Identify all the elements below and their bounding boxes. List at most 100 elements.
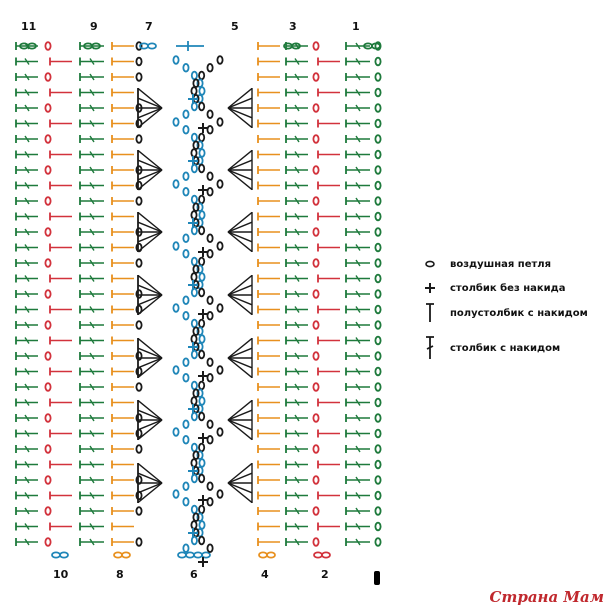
chain-stitch	[198, 225, 206, 236]
chain-stitch	[44, 165, 52, 175]
chain-stitch	[182, 357, 190, 367]
stitch-slash	[355, 42, 361, 50]
stitch-slash	[294, 104, 300, 112]
stitch-slash	[89, 228, 95, 236]
chain-stitch	[44, 289, 52, 299]
chain-stitch	[374, 227, 382, 237]
stitch-slash	[355, 399, 361, 406]
chain-stitch	[312, 258, 320, 268]
chain-stitch	[206, 357, 214, 367]
chain-stitch	[312, 227, 320, 237]
chain-stitch	[206, 543, 214, 553]
chain-stitch	[192, 140, 200, 150]
chain-stitch	[312, 475, 320, 485]
chain-stitch	[182, 497, 190, 507]
stitch-slash	[24, 399, 30, 406]
chain-stitch	[182, 233, 190, 243]
chain-stitch	[182, 295, 190, 305]
chain-stitch	[206, 187, 214, 197]
stitch-slash	[89, 321, 95, 329]
chain-stitch	[44, 103, 52, 113]
stitch-slash	[24, 58, 30, 65]
fan-stitch	[227, 169, 253, 181]
stitch-slash	[355, 213, 361, 220]
chain-stitch	[44, 196, 52, 206]
chain-stitch	[135, 41, 143, 51]
chain-stitch	[374, 320, 382, 330]
chain-stitch	[135, 258, 143, 268]
chain-stitch	[190, 101, 198, 112]
fan-stitch	[137, 472, 163, 484]
chain-stitch	[192, 388, 200, 398]
chain-stitch	[374, 304, 382, 315]
stitch-slash	[294, 275, 300, 282]
stitch-slash	[24, 166, 30, 174]
stitch-slash	[294, 120, 300, 127]
chain-stitch	[192, 202, 200, 212]
chain-stitch	[312, 289, 320, 299]
stitch-slash	[24, 461, 30, 468]
sc-stitch	[188, 156, 198, 166]
legend-label: полустолбик с накидом	[450, 307, 588, 319]
stitch-slash	[355, 337, 361, 344]
stitch-slash	[355, 244, 361, 251]
stitch-slash	[294, 337, 300, 344]
chain-stitch	[201, 551, 211, 559]
chain-stitch	[182, 311, 190, 321]
chain-stitch	[44, 258, 52, 268]
stitch-slash	[24, 73, 30, 81]
chain-stitch	[44, 475, 52, 485]
stitch-slash	[355, 166, 361, 174]
stitch-slash	[89, 104, 95, 112]
stitch-slash	[294, 166, 300, 174]
stitch-slash	[294, 492, 300, 499]
fan-stitch	[137, 462, 163, 484]
stitch-slash	[355, 430, 361, 437]
chain-stitch	[312, 320, 320, 330]
chain-stitch	[198, 194, 206, 205]
stitch-slash	[294, 507, 300, 515]
chain-stitch	[374, 475, 382, 485]
chain-stitch	[172, 365, 180, 375]
chain-stitch	[44, 134, 52, 144]
stitch-slash	[355, 492, 361, 499]
stitch-slash	[89, 368, 95, 375]
chain-stitch	[198, 458, 206, 468]
chain-stitch	[374, 87, 382, 98]
chain-stitch	[374, 490, 382, 501]
chain-stitch	[135, 475, 143, 485]
chain-stitch	[44, 320, 52, 330]
chain-stitch	[216, 303, 224, 313]
fan-stitch	[227, 409, 253, 421]
stitch-slash	[355, 120, 361, 127]
stitch-slash	[24, 430, 30, 437]
chain-stitch	[172, 427, 180, 437]
chain-stitch	[374, 165, 382, 175]
stitch-slash	[24, 538, 30, 546]
chain-stitch	[44, 444, 52, 454]
stitch-slash	[24, 414, 30, 422]
chain-stitch	[312, 413, 320, 423]
fan-stitch	[137, 211, 163, 233]
stitch-slash	[355, 151, 361, 158]
chain-stitch	[374, 444, 382, 454]
chain-stitch	[190, 504, 198, 515]
chain-stitch	[216, 179, 224, 189]
chain-stitch	[44, 382, 52, 392]
chain-stitch	[192, 264, 200, 274]
chain-stitch	[44, 413, 52, 423]
fan-stitch	[227, 231, 253, 243]
chain-stitch	[190, 148, 198, 158]
fan-stitch	[137, 409, 163, 421]
fan-stitch	[137, 149, 163, 171]
chain-stitch	[177, 551, 187, 559]
stitch-slash	[355, 104, 361, 112]
stitch-slash	[89, 337, 95, 344]
chain-stitch	[206, 171, 214, 181]
fan-stitch	[137, 347, 163, 359]
chain-stitch	[44, 537, 52, 547]
stitch-slash	[89, 383, 95, 391]
chain-stitch	[216, 241, 224, 251]
stitch-slash	[355, 135, 361, 143]
